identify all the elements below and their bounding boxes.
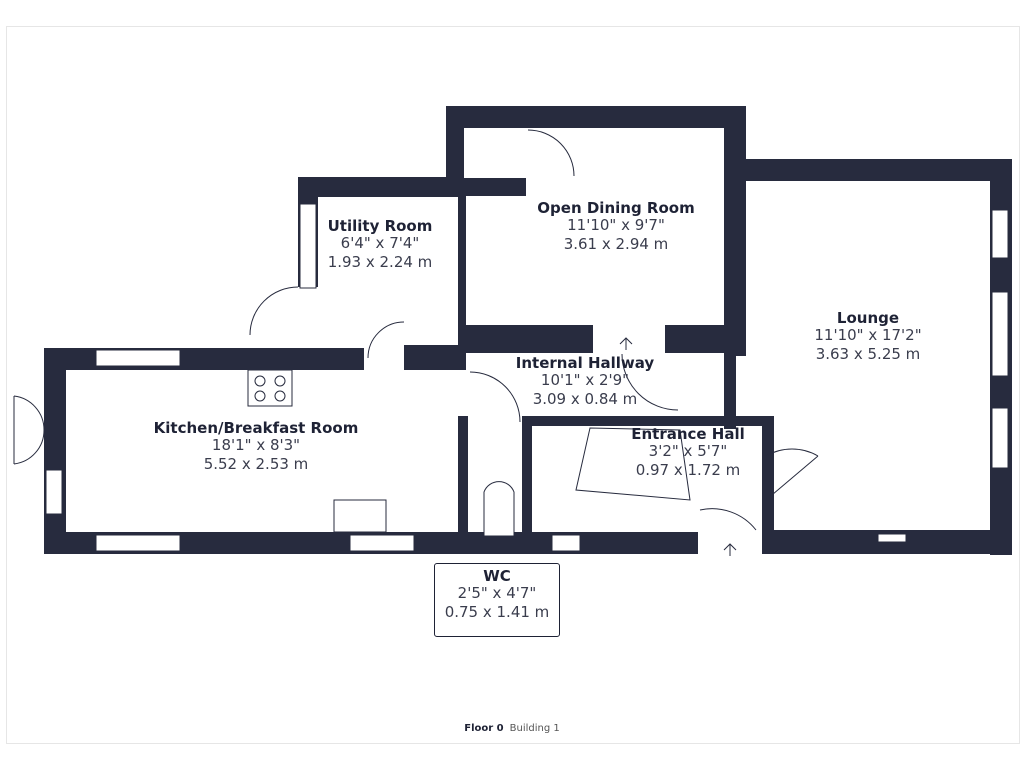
room-hallway-imperial: 10'1" x 2'9"	[540, 371, 630, 389]
room-dining: Open Dining Room 11'10" x 9'7" 3.61 x 2.…	[536, 200, 696, 254]
room-kitchen: Kitchen/Breakfast Room 18'1" x 8'3" 5.52…	[136, 420, 376, 474]
plan-footer: Floor 0 Building 1	[0, 723, 1024, 734]
room-utility: Utility Room 6'4" x 7'4" 1.93 x 2.24 m	[316, 218, 444, 272]
wall-wc-left	[458, 416, 468, 554]
room-lounge-metric: 3.63 x 5.25 m	[815, 345, 921, 363]
room-wc-imperial: 2'5" x 4'7"	[457, 584, 537, 602]
hob-ring	[274, 375, 286, 387]
plan-frame	[6, 26, 1020, 744]
room-lounge-imperial: 11'10" x 17'2"	[814, 326, 922, 344]
window-kitchen-bottom	[95, 534, 181, 552]
room-wc-name: WC	[483, 567, 511, 585]
room-wc: WC 2'5" x 4'7" 0.75 x 1.41 m	[434, 568, 560, 622]
door-hallway	[621, 353, 679, 411]
toilet	[483, 481, 515, 537]
room-wc-metric: 0.75 x 1.41 m	[444, 603, 550, 621]
room-hallway-name: Internal Hallway	[515, 354, 655, 372]
hob-ring	[274, 390, 286, 402]
wall-utility-top	[298, 177, 464, 197]
room-kitchen-metric: 5.52 x 2.53 m	[203, 455, 309, 473]
window-entrance	[551, 534, 581, 552]
room-lounge-name: Lounge	[836, 309, 900, 327]
door-dining-cupboard	[527, 129, 575, 177]
sink	[333, 499, 387, 533]
radiator-lounge	[877, 533, 907, 543]
wall-lounge-left-lower	[762, 418, 774, 554]
room-dining-metric: 3.61 x 2.94 m	[563, 235, 669, 253]
wall-kitchen-top	[44, 348, 364, 370]
wall-entrance-top	[522, 416, 774, 426]
door-kitchen	[367, 321, 405, 359]
window-lounge-3	[991, 407, 1009, 469]
room-dining-name: Open Dining Room	[537, 199, 695, 217]
hob-ring	[254, 390, 266, 402]
window-lounge-2	[991, 291, 1009, 377]
stairs-outline	[575, 427, 691, 501]
room-entrance-metric: 0.97 x 1.72 m	[635, 461, 741, 479]
room-entrance: Entrance Hall 3'2" x 5'7" 0.97 x 1.72 m	[620, 426, 756, 480]
arrow-hallway	[619, 337, 633, 350]
window-kitchen-left	[45, 469, 63, 515]
wall-kitchen-left	[44, 348, 66, 554]
wall-dining-cupboard	[446, 178, 526, 196]
wall-wc-right	[522, 416, 532, 554]
wall-dining-bottom-right	[665, 325, 727, 353]
room-hallway: Internal Hallway 10'1" x 2'9" 3.09 x 0.8…	[505, 355, 665, 409]
fixtures	[247, 369, 515, 537]
door-lounge	[765, 448, 819, 501]
window-kitchen-top	[95, 349, 181, 367]
window-utility	[299, 203, 317, 289]
room-entrance-imperial: 3'2" x 5'7"	[648, 442, 728, 460]
hob-ring	[254, 375, 266, 387]
wc-callout	[434, 563, 560, 637]
room-entrance-name: Entrance Hall	[631, 425, 745, 443]
wall-dining-left-upper	[446, 106, 464, 196]
building-label: Building 1	[509, 723, 560, 734]
door-kitchen-french	[13, 395, 45, 465]
room-utility-imperial: 6'4" x 7'4"	[340, 234, 420, 252]
room-utility-name: Utility Room	[327, 217, 433, 235]
doors	[13, 129, 819, 531]
floor-label: Floor 0	[464, 723, 504, 734]
wall-lounge-top	[724, 159, 1012, 181]
room-hallway-metric: 3.09 x 0.84 m	[532, 390, 638, 408]
door-entrance	[699, 508, 757, 531]
windows	[45, 203, 1009, 552]
wall-lounge-left	[724, 159, 736, 429]
door-utility	[249, 286, 299, 336]
window-lounge-1	[991, 209, 1009, 259]
entry-arrows	[619, 337, 737, 556]
room-kitchen-name: Kitchen/Breakfast Room	[153, 419, 359, 437]
wall-kitchen-top-right	[404, 345, 466, 370]
room-lounge: Lounge 11'10" x 17'2" 3.63 x 5.25 m	[798, 310, 938, 364]
room-dining-imperial: 11'10" x 9'7"	[567, 216, 665, 234]
arrow-entrance	[723, 543, 737, 556]
window-kitchen-bottom-2	[349, 534, 415, 552]
hob	[247, 369, 293, 407]
room-kitchen-imperial: 18'1" x 8'3"	[211, 436, 301, 454]
room-utility-metric: 1.93 x 2.24 m	[327, 253, 433, 271]
wall-dining-left	[458, 196, 466, 346]
door-wc	[469, 371, 521, 423]
wall-dining-top	[446, 106, 746, 128]
wall-dining-bottom-left	[458, 325, 593, 353]
